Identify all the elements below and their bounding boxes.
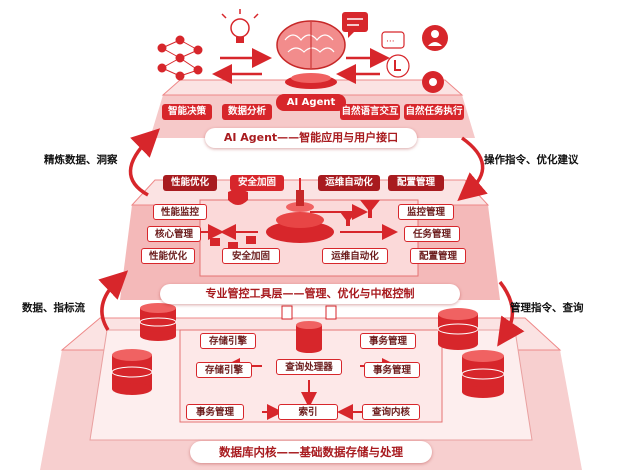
mid-left-core: 核心管理 [147, 226, 201, 242]
mid-top-performance: 性能优化 [163, 175, 217, 191]
mid-top-security: 安全加固 [230, 175, 284, 191]
bottom-layer-banner: 数据库内核——基础数据存储与处理 [190, 441, 432, 463]
side-arrows [98, 128, 525, 347]
funnel-core-icon [266, 178, 334, 243]
side-label-lower-left: 数据、指标流 [22, 302, 85, 314]
bottom-left-storage-2: 存储引擎 [196, 362, 252, 378]
top-item-decision: 智能决策 [162, 104, 212, 120]
shield-icon [228, 188, 248, 205]
side-label-lower-right: 管理指令、查询 [510, 302, 584, 314]
lightbulb-icon [221, 9, 259, 43]
neural-network-icon [157, 35, 203, 81]
mid-left-perf: 性能优化 [141, 248, 195, 264]
query-core-icon [296, 321, 322, 353]
chat-bubble-icon [342, 12, 368, 38]
mid-right-monitor: 监控管理 [398, 204, 454, 220]
top-item-task: 自然任务执行 [404, 104, 464, 120]
hand-tap-icon [386, 54, 410, 78]
bottom-right-tx-2: 事务管理 [364, 362, 420, 378]
top-item-analysis: 数据分析 [222, 104, 272, 120]
bottom-left-storage-1: 存储引擎 [200, 333, 256, 349]
mid-right-config: 配置管理 [410, 248, 466, 264]
top-layer-banner: AI Agent——智能应用与用户接口 [205, 128, 417, 148]
middle-connectors [200, 204, 398, 240]
gear-icon [422, 71, 444, 93]
top-item-nlp: 自然语言交互 [340, 104, 400, 120]
side-label-upper-right: 操作指令、优化建议 [484, 154, 579, 166]
mid-inner-ops: 运维自动化 [322, 248, 388, 264]
middle-layer-banner: 专业管控工具层——管理、优化与中枢控制 [160, 284, 460, 304]
bottom-right-tx-1: 事务管理 [360, 333, 416, 349]
ai-agent-badge: AI Agent [276, 94, 346, 111]
mid-right-task: 任务管理 [404, 226, 460, 242]
side-label-upper-left: 精炼数据、洞察 [44, 154, 118, 166]
top-arrows [212, 48, 390, 84]
mid-left-monitor: 性能监控 [153, 204, 207, 220]
mid-inner-security: 安全加固 [222, 248, 280, 264]
mid-top-config: 配置管理 [388, 175, 444, 191]
bottom-tx-left: 事务管理 [186, 404, 244, 420]
mid-top-ops: 运维自动化 [318, 175, 380, 191]
brain-icon [276, 20, 346, 89]
bottom-center-query: 查询处理器 [276, 359, 342, 375]
document-icons [281, 305, 337, 320]
message-icon: ··· [381, 31, 405, 49]
svg-text:···: ··· [386, 37, 395, 47]
database-cylinders [111, 303, 505, 398]
bottom-query-kernel: 查询内核 [362, 404, 420, 420]
bottom-index: 索引 [278, 404, 338, 420]
small-cubes [210, 236, 256, 250]
user-icon [422, 25, 448, 51]
